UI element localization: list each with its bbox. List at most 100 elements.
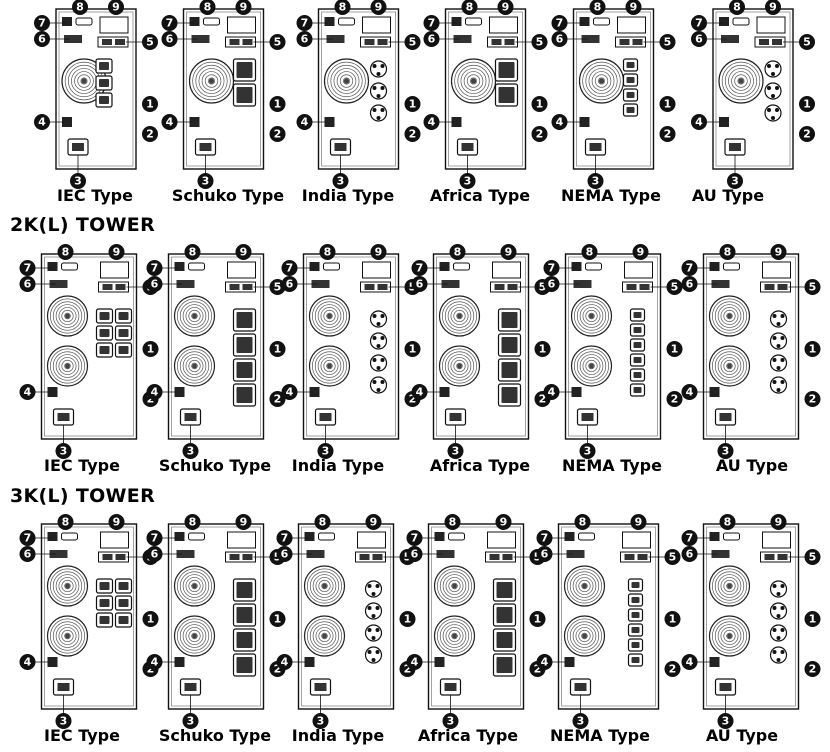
svg-text:2: 2 <box>664 128 672 141</box>
callout-4: 4 <box>406 654 423 670</box>
svg-text:7: 7 <box>416 262 424 275</box>
svg-text:2: 2 <box>274 128 282 141</box>
svg-text:2: 2 <box>147 393 155 406</box>
svg-text:7: 7 <box>151 532 159 545</box>
svg-text:4: 4 <box>541 656 549 669</box>
callout-9: 9 <box>765 0 781 15</box>
type-label-iec-2k: IEC Type <box>44 456 120 475</box>
callout-9: 9 <box>370 0 387 15</box>
svg-text:1: 1 <box>809 613 817 626</box>
svg-text:8: 8 <box>204 1 212 14</box>
ups-body <box>40 523 138 710</box>
svg-text:8: 8 <box>62 246 70 259</box>
callout-3: 3 <box>55 443 72 459</box>
svg-text:5: 5 <box>536 36 544 49</box>
callout-3: 3 <box>447 443 464 459</box>
callout-1: 1 <box>664 611 681 627</box>
svg-text:2: 2 <box>671 393 679 406</box>
svg-text:1: 1 <box>274 613 282 626</box>
svg-text:8: 8 <box>579 516 587 529</box>
callout-7: 7 <box>681 530 698 546</box>
svg-text:1: 1 <box>809 343 817 356</box>
svg-text:1: 1 <box>534 613 542 626</box>
svg-text:6: 6 <box>166 33 174 46</box>
svg-text:2: 2 <box>404 663 412 676</box>
callout-8: 8 <box>319 244 336 260</box>
svg-text:5: 5 <box>539 281 547 294</box>
callout-2: 2 <box>659 126 676 142</box>
callout-4: 4 <box>543 384 560 400</box>
callout-1: 1 <box>399 611 416 627</box>
callout-1: 1 <box>404 96 421 112</box>
svg-text:4: 4 <box>411 656 419 669</box>
svg-text:8: 8 <box>454 246 462 259</box>
svg-text:1: 1 <box>146 98 154 111</box>
svg-text:6: 6 <box>286 278 294 291</box>
svg-text:2: 2 <box>274 663 282 676</box>
svg-text:4: 4 <box>281 656 289 669</box>
svg-text:7: 7 <box>301 17 309 30</box>
svg-text:6: 6 <box>541 548 549 561</box>
type-label-schuko-2k: Schuko Type <box>158 456 272 475</box>
svg-text:7: 7 <box>151 262 159 275</box>
callout-9: 9 <box>108 244 125 260</box>
svg-text:4: 4 <box>24 656 32 669</box>
svg-text:4: 4 <box>556 116 564 129</box>
svg-text:2: 2 <box>534 663 542 676</box>
callout-6: 6 <box>281 276 298 292</box>
callout-5: 5 <box>531 34 548 50</box>
svg-text:4: 4 <box>166 116 174 129</box>
callout-6: 6 <box>146 546 163 562</box>
callout-3: 3 <box>459 173 476 189</box>
callout-9: 9 <box>770 244 787 260</box>
callout-7: 7 <box>406 530 423 546</box>
svg-text:1: 1 <box>409 343 417 356</box>
type-label-au-3k: AU Type <box>705 726 779 745</box>
callout-9: 9 <box>497 0 514 15</box>
svg-text:9: 9 <box>112 1 120 14</box>
callout-6: 6 <box>536 546 553 562</box>
callout-6: 6 <box>296 31 313 47</box>
svg-text:5: 5 <box>664 36 672 49</box>
callout-5: 5 <box>404 34 421 50</box>
svg-text:7: 7 <box>24 532 32 545</box>
svg-text:5: 5 <box>409 36 417 49</box>
svg-text:9: 9 <box>370 516 378 529</box>
callout-9: 9 <box>630 514 647 530</box>
callout-1: 1 <box>804 341 821 357</box>
callout-6: 6 <box>681 276 698 292</box>
svg-text:1: 1 <box>671 343 679 356</box>
callout-3: 3 <box>717 713 734 729</box>
callout-2: 2 <box>142 126 158 142</box>
callout-3: 3 <box>312 713 329 729</box>
svg-text:6: 6 <box>151 278 159 291</box>
callout-8: 8 <box>184 244 201 260</box>
callout-3: 3 <box>182 443 199 459</box>
svg-text:3: 3 <box>187 715 195 728</box>
callout-2: 2 <box>269 126 286 142</box>
svg-text:3: 3 <box>74 175 82 188</box>
svg-text:6: 6 <box>416 278 424 291</box>
svg-text:6: 6 <box>428 33 436 46</box>
svg-text:6: 6 <box>281 548 289 561</box>
ups-body <box>55 8 137 170</box>
callout-4: 4 <box>161 114 178 130</box>
svg-text:9: 9 <box>375 246 383 259</box>
callout-3: 3 <box>55 713 72 729</box>
callout-5: 5 <box>666 279 683 295</box>
svg-text:3: 3 <box>452 445 460 458</box>
type-label-nema-2k: NEMA Type <box>562 456 662 475</box>
svg-text:9: 9 <box>769 1 777 14</box>
ups-body <box>40 253 138 440</box>
callout-3: 3 <box>717 443 734 459</box>
callout-3: 3 <box>587 173 604 189</box>
svg-text:8: 8 <box>324 246 332 259</box>
callout-5: 5 <box>804 549 821 565</box>
